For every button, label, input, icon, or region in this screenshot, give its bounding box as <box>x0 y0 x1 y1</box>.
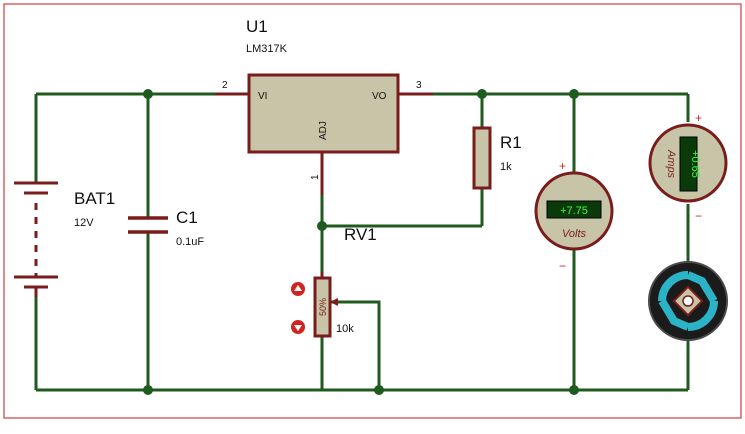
pot-wiper-arrow <box>330 298 338 306</box>
battery-bat1[interactable]: BAT1 12V <box>14 181 115 297</box>
resistor-ref: R1 <box>500 133 522 152</box>
pot-value: 10k <box>336 323 354 335</box>
pot-increase-button[interactable] <box>291 282 305 296</box>
ammeter-plus: + <box>695 111 702 125</box>
ammeter-reading: +0.65 <box>689 150 701 178</box>
lamp-filament-arc <box>658 298 690 331</box>
junctions <box>143 89 579 395</box>
wire-pot-wiper <box>330 300 381 390</box>
pot-decrease-button[interactable] <box>291 320 305 334</box>
pin-vi-label: VI <box>258 91 267 102</box>
voltmeter-plus: + <box>559 159 566 173</box>
voltmeter-unit: Volts <box>562 228 587 240</box>
resistor-r1[interactable]: R1 1k <box>472 126 522 190</box>
pin-adj-label: ADJ <box>318 121 329 140</box>
capacitor-value: 0.1uF <box>176 236 204 248</box>
regulator-body <box>247 73 400 154</box>
pin-num-adj: 1 <box>310 174 321 180</box>
regulator-part: LM317K <box>246 43 288 55</box>
voltmeter-reading: +7.75 <box>560 205 588 217</box>
battery-value: 12V <box>74 217 94 229</box>
pin-num-in: 2 <box>222 80 228 91</box>
voltmeter[interactable]: +7.75 Volts + − <box>534 159 614 273</box>
junction-dot <box>143 89 153 99</box>
pin-vo-label: VO <box>372 91 387 102</box>
lamp-center-dot <box>682 295 694 307</box>
pot-ref: RV1 <box>344 225 377 244</box>
junction-dot <box>317 221 327 231</box>
junction-dot <box>477 89 487 99</box>
arrow-up-glyph <box>294 285 302 291</box>
capacitor-c1[interactable]: C1 0.1uF <box>128 208 204 248</box>
regulator-ref: U1 <box>246 17 268 36</box>
battery-ref: BAT1 <box>74 189 115 208</box>
lamp-filament-arc <box>686 271 718 304</box>
ammeter[interactable]: +0.65 Amps + − <box>648 111 728 223</box>
junction-dot <box>374 385 384 395</box>
potentiometer-rv1[interactable]: 50% RV1 10k <box>313 225 377 338</box>
pot-body <box>313 276 332 338</box>
capacitor-ref: C1 <box>176 208 198 227</box>
junction-dot <box>143 385 153 395</box>
resistor-value: 1k <box>500 161 512 173</box>
voltmeter-minus: − <box>559 259 566 273</box>
arrow-down-glyph <box>294 325 302 331</box>
voltmeter-display <box>546 200 602 219</box>
ammeter-display <box>679 136 698 192</box>
lamp-filament-arc <box>658 271 689 302</box>
junction-dot <box>569 385 579 395</box>
pot-setting: 50% <box>318 298 328 316</box>
junction-dot <box>569 89 579 99</box>
ammeter-unit: Amps <box>665 149 677 179</box>
ammeter-minus: − <box>695 209 702 223</box>
resistor-body <box>472 126 492 190</box>
regulator-u1[interactable]: U1 LM317K VI VO ADJ 2 3 1 <box>215 17 433 195</box>
sheet-frame <box>3 3 742 419</box>
lamp-filament-arc <box>687 300 718 331</box>
pin-num-out: 3 <box>416 80 422 91</box>
lamp[interactable] <box>648 261 728 341</box>
